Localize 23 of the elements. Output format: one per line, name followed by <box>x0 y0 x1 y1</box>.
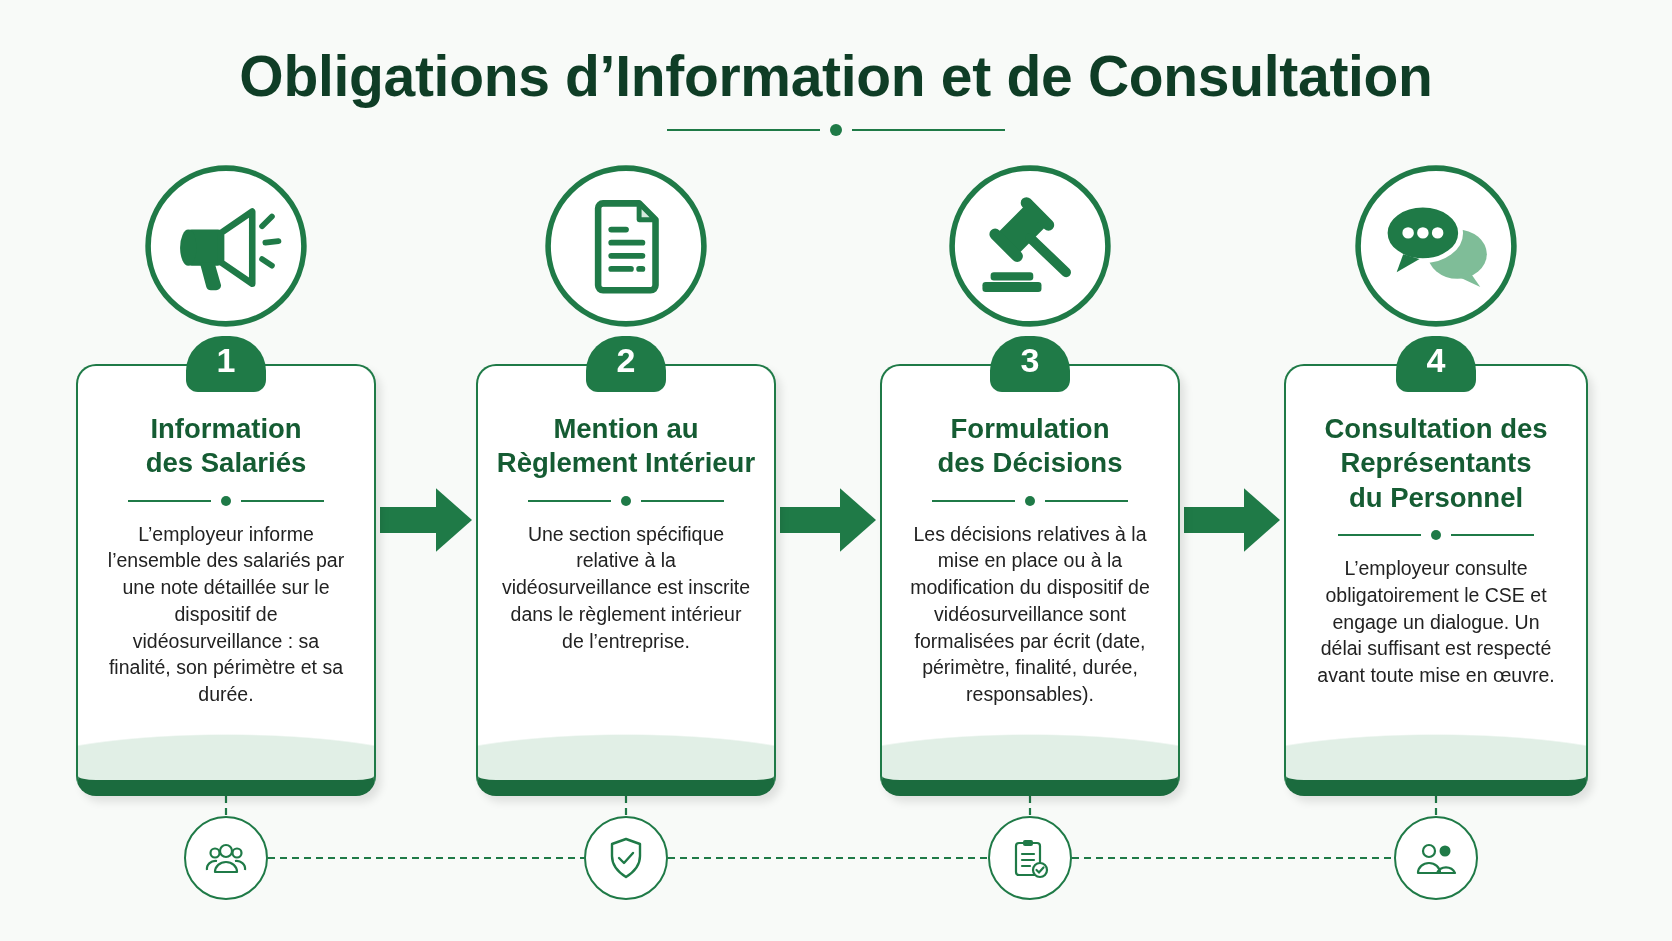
step-heading: Information des Salariés <box>144 412 308 481</box>
step-description: Une section spécifique relative à la vidéosurveillance est inscrite dans le règlement intérieur de l’entreprise. <box>501 521 751 654</box>
arrow <box>1184 488 1280 552</box>
step-number: 2 <box>586 336 666 392</box>
arrow <box>780 488 876 552</box>
arrow <box>380 488 472 552</box>
dashed-connector <box>1072 856 1394 860</box>
step-heading: Consultation des Représentants du Personnel <box>1323 412 1549 515</box>
step-number: 1 <box>186 336 266 392</box>
dashed-connector <box>668 856 988 860</box>
dashed-connector <box>1028 796 1032 816</box>
step-description: L’employeur consulte obligatoirement le CSE et engage un dialogue. Un délai suffisant est respecté avant toute mise en œuvre. <box>1316 556 1556 688</box>
step-heading: Mention au Règlement Intérieur <box>495 412 757 481</box>
step-description: L’employeur informe l’ensemble des salariés par une note détaillée sur le dispositif de vidéosurveillance : sa finalité, son périmètre et sa durée. <box>106 521 346 707</box>
step-description: Les décisions relatives à la mise en place ou à la modification du dispositif de vidéosurveillance sont formalisées par écrit (date, périmètre, finalité, durée, responsables). <box>909 521 1151 707</box>
step-number: 4 <box>1396 336 1476 392</box>
step-heading: Formulation des Décisions <box>936 412 1124 481</box>
title: Obligations d’Information et de Consultation <box>239 44 1433 110</box>
dashed-connector <box>268 856 584 860</box>
step-number: 3 <box>990 336 1070 392</box>
dashed-connector <box>1434 796 1438 816</box>
dashed-connector <box>224 796 228 816</box>
dashed-connector <box>624 796 628 816</box>
